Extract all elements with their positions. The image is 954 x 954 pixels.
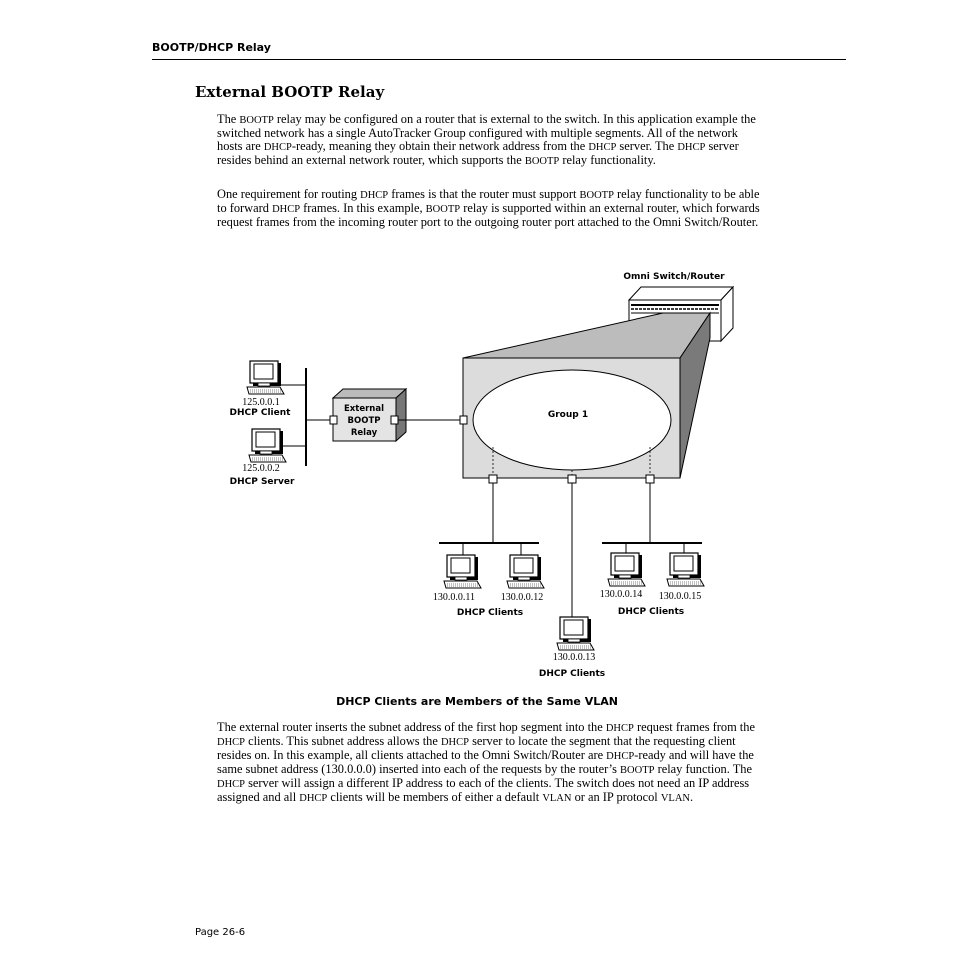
text-run: clients. This subnet address allows the [245,734,441,748]
figure-caption: DHCP Clients are Members of the Same VLA… [336,695,618,708]
host-ip: 125.0.0.2 [242,463,280,474]
text-run: clients will be members of either a defa… [327,790,543,804]
host-role: DHCP Server [230,477,295,487]
acronym: DHCP [440,737,469,748]
host-ip: 130.0.0.11 [433,592,475,603]
computer-icon [443,554,482,589]
text-run: The [217,112,240,126]
computer-icon [246,360,285,395]
clients-label-right: DHCP Clients [618,607,684,617]
switch-label: Omni Switch/Router [623,272,725,282]
text-run: relay may be configured on a router that… [217,112,756,153]
acronym: DHCP [605,723,634,734]
paragraph-1: The BOOTP relay may be configured on a r… [217,113,762,168]
host-ip: 130.0.0.13 [553,652,596,663]
computer-icon [666,552,705,587]
text-run: . [690,790,694,804]
acronym: DHCP [677,142,706,153]
text-run: -ready, meaning they obtain their networ… [291,139,589,153]
page-number: Page 26-6 [195,927,246,938]
acronym: DHCP [606,751,635,762]
text-run: relay functionality to be able to forwar… [217,187,760,215]
acronym: DHCP [217,779,246,790]
acronym: DHCP [217,737,246,748]
group-1-ellipse [472,369,672,471]
paragraph-3: The external router inserts the subnet a… [217,721,762,805]
clients-label-center: DHCP Clients [539,669,605,679]
acronym: DHCP [360,190,389,201]
acronym: DHCP [263,142,292,153]
text-run: The external router inserts the subnet a… [217,720,606,734]
zoom-top-face [462,312,711,359]
text-run: -ready and will have the same subnet add… [217,748,754,776]
text-run: relay functionality. [559,153,656,167]
text-run: server will assign a different IP addres… [217,776,750,804]
host-ip: 130.0.0.12 [501,592,544,603]
text-run: or an IP protocol [571,790,661,804]
acronym: BOOTP [425,204,461,215]
clients-label-left: DHCP Clients [457,608,523,618]
switch-port-3 [645,474,655,484]
acronym: DHCP [299,793,328,804]
paragraph-2: One requirement for routing DHCP frames … [217,188,762,229]
relay-label-line2: BOOTP [348,416,381,426]
switch-port-1 [488,474,498,484]
text-run: server resides behind an external networ… [217,139,739,167]
switch-port-2 [567,474,577,484]
acronym: BOOTP [579,190,614,201]
running-header: BOOTP/DHCP Relay [152,41,271,54]
computer-icon [506,554,545,589]
relay-label-line3: Relay [351,428,378,438]
text-run: relay function. The [654,762,752,776]
group-label: Group 1 [548,410,588,420]
acronym: BOOTP [524,156,560,167]
host-ip: 130.0.0.14 [600,589,643,600]
header-rule [152,59,846,60]
acronym: DHCP [588,142,617,153]
text-run: frames is that the router must support [388,187,580,201]
external-bootp-relay: External BOOTP Relay [329,387,408,443]
switch-port-left [459,415,468,425]
computer-icon [556,616,595,651]
acronym: VLAN [542,793,572,804]
text-run: request frames from the [633,720,755,734]
host-role: DHCP Client [230,408,292,418]
acronym: VLAN [660,793,691,804]
text-run: frames. In this example, [300,201,426,215]
acronym: BOOTP [620,765,655,776]
computer-icon [607,552,646,587]
text-run: server. The [616,139,678,153]
acronym: BOOTP [239,115,274,126]
text-run: One requirement for routing [217,187,361,201]
relay-label-line1: External [344,404,384,414]
section-title: External BOOTP Relay [195,83,385,101]
computer-icon [248,428,287,463]
text-run: server to locate the segment that the re… [217,734,736,762]
text-run: relay is supported within an external ro… [217,201,760,229]
host-ip: 125.0.0.1 [242,397,280,408]
acronym: DHCP [272,204,301,215]
host-ip: 130.0.0.15 [659,591,702,602]
